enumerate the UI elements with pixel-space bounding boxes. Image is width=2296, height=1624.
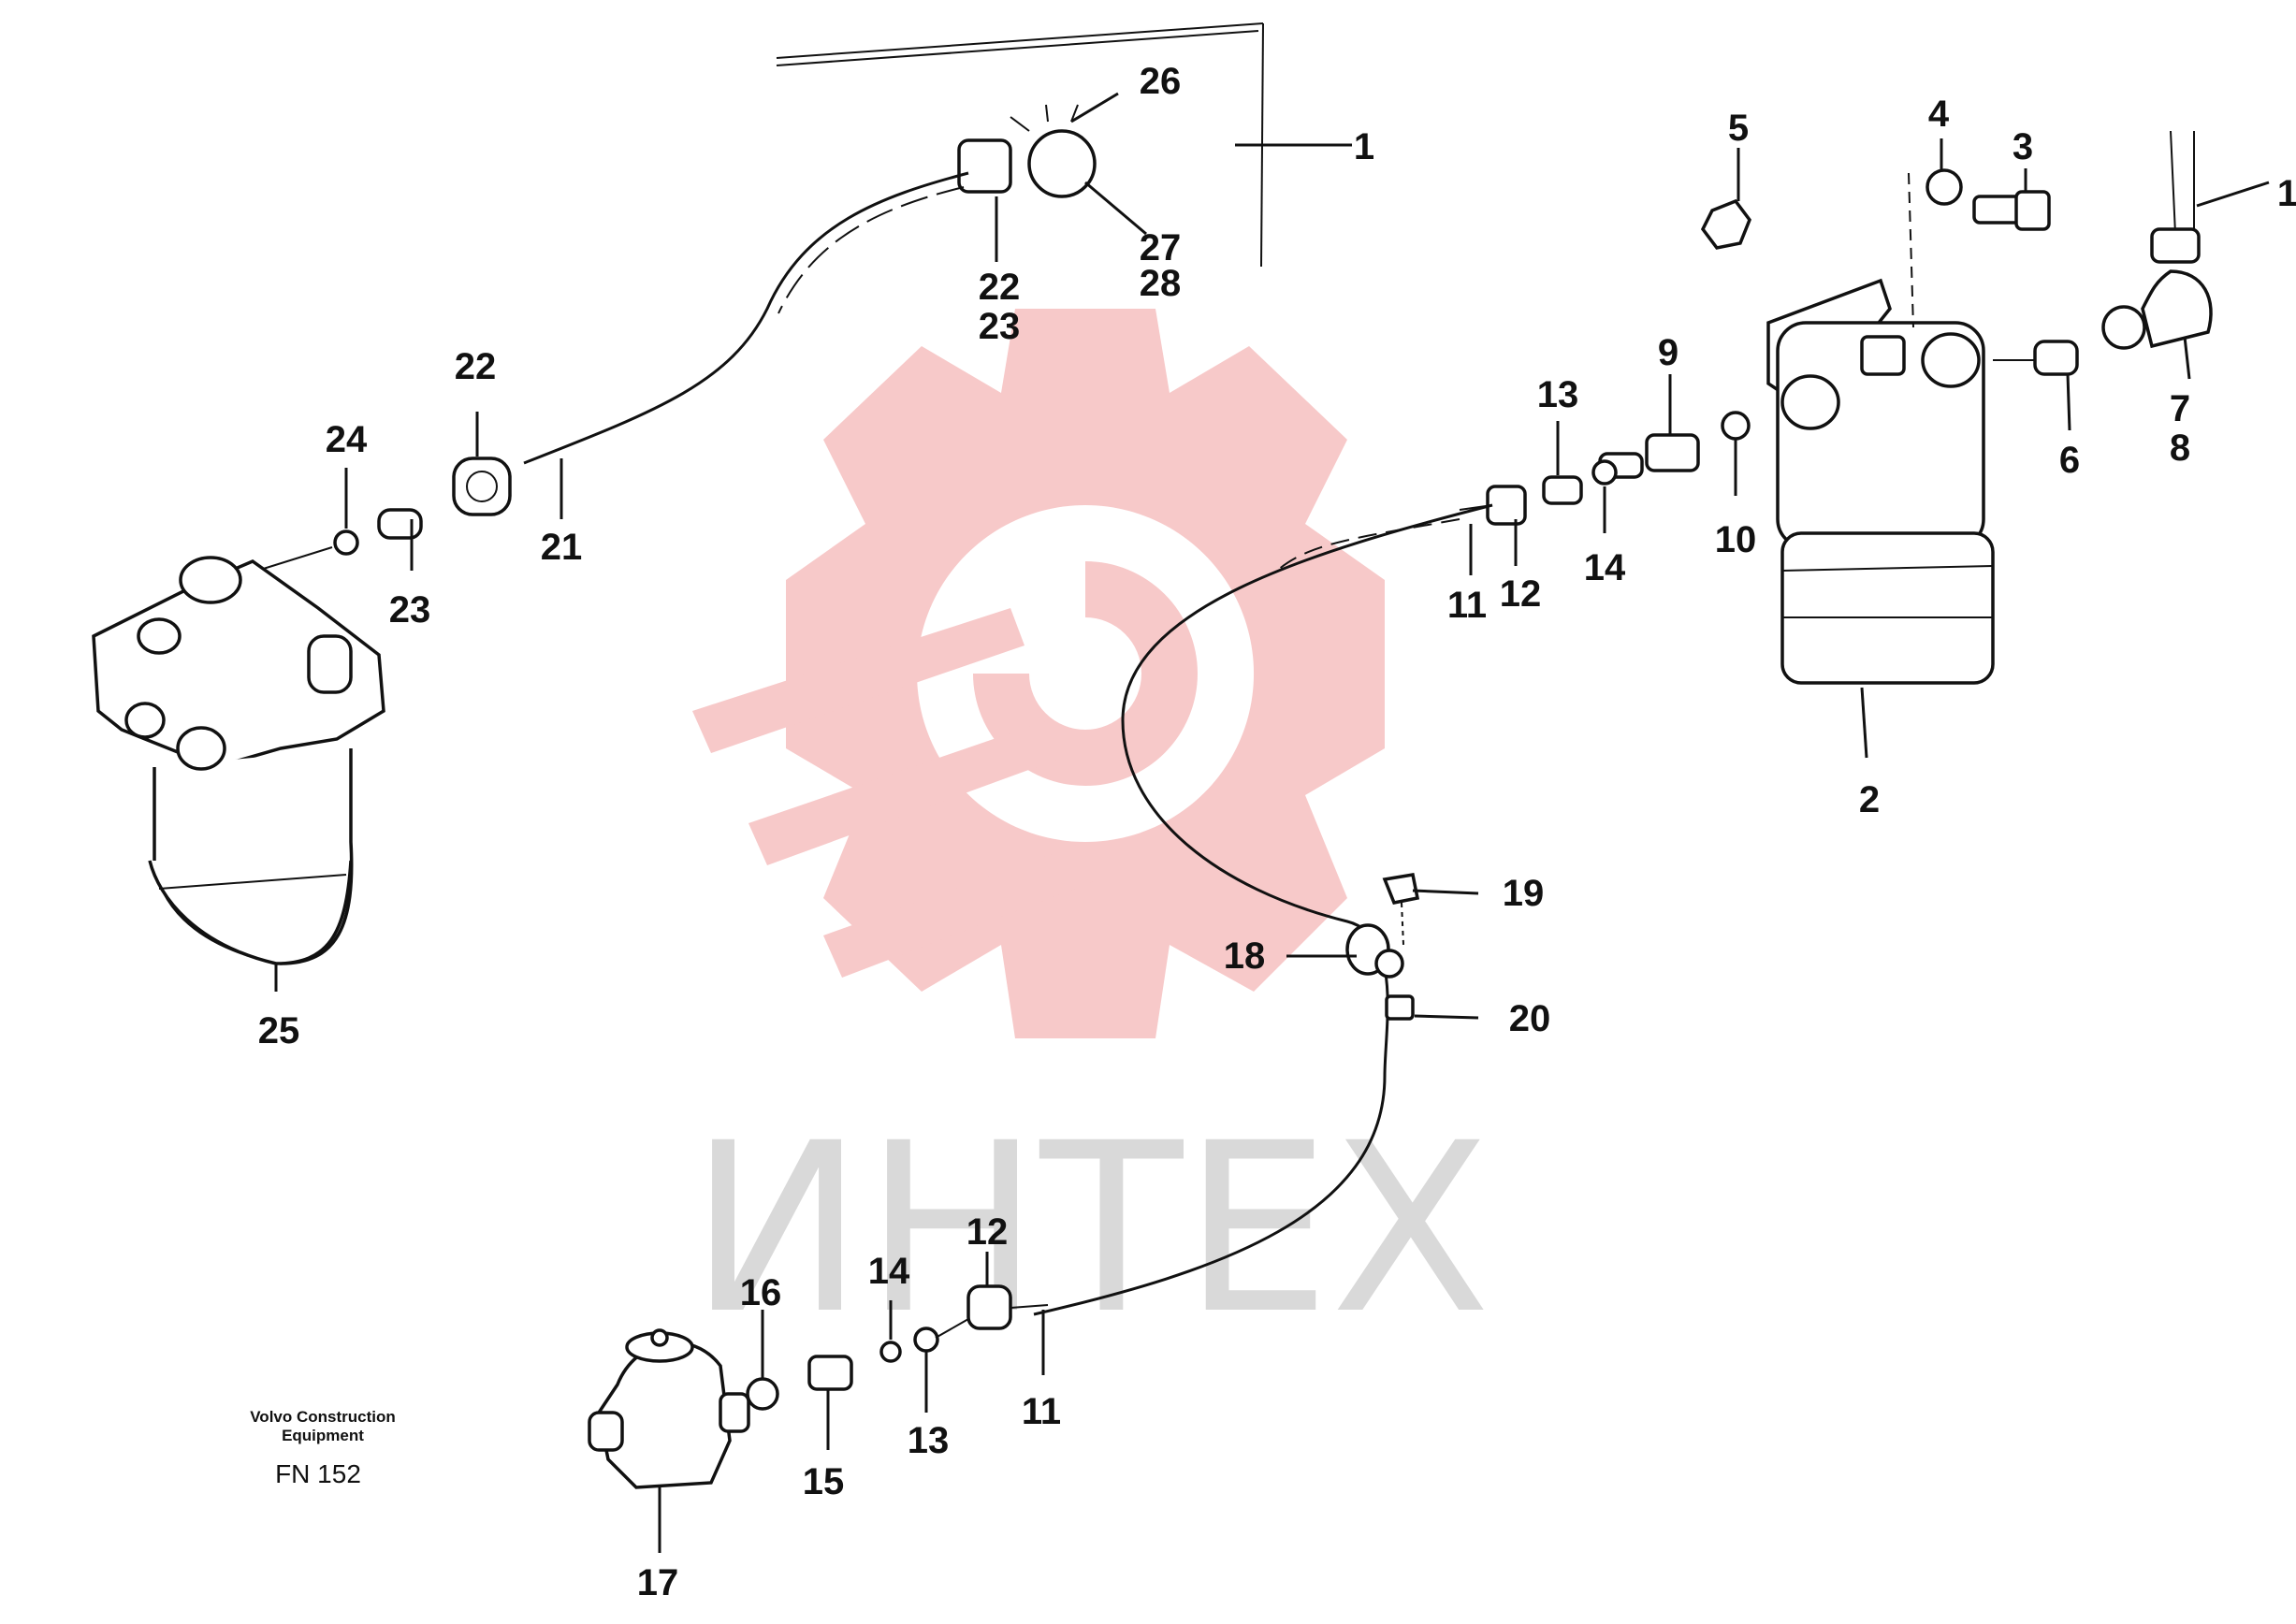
- callout-12: 12: [966, 1211, 1009, 1253]
- callout-14: 14: [868, 1251, 910, 1292]
- callout-22: 22: [979, 267, 1021, 308]
- callout-2: 2: [1859, 779, 1880, 820]
- right-filter: [1766, 172, 1995, 685]
- callout-26: 26: [1140, 61, 1182, 102]
- callout-22: 22: [455, 346, 497, 387]
- callout-12: 12: [1500, 573, 1542, 615]
- bottom-pump: [588, 1328, 750, 1489]
- company-name-line2: Equipment: [282, 1427, 364, 1444]
- company-name-line1: Volvo Construction: [250, 1408, 396, 1426]
- callout-13: 13: [1537, 374, 1579, 415]
- bottom-fittings: [746, 1284, 1049, 1411]
- callout-13: 13: [908, 1420, 950, 1461]
- right-elbow: [1993, 130, 2213, 376]
- callout-6: 6: [2059, 440, 2080, 481]
- callout-23: 23: [979, 306, 1021, 347]
- callout-28: 28: [1140, 263, 1182, 304]
- callout-8: 8: [2170, 428, 2190, 469]
- callout-23: 23: [389, 589, 431, 631]
- callout-5: 5: [1728, 108, 1749, 149]
- callout-11: 11: [1447, 585, 1487, 626]
- callout-27: 27: [1140, 227, 1182, 268]
- callout-21: 21: [541, 527, 583, 568]
- callout-18: 18: [1224, 935, 1266, 977]
- callout-10: 10: [1715, 519, 1757, 560]
- speed-stripes: [692, 608, 1099, 978]
- callout-1: 1: [1354, 126, 1374, 167]
- callout-15: 15: [803, 1461, 845, 1502]
- callout-20: 20: [1509, 998, 1551, 1039]
- callout-9: 9: [1658, 332, 1678, 373]
- callout-14: 14: [1584, 547, 1626, 588]
- figure-code: FN 152: [275, 1459, 361, 1488]
- callout-19: 19: [1503, 873, 1545, 914]
- watermark-text: ИНТЕХ: [690, 1093, 1491, 1365]
- callout-1: 1: [2277, 173, 2296, 214]
- callout-25: 25: [258, 1010, 300, 1051]
- leader-lines: [274, 92, 2270, 1553]
- callout-3: 3: [2013, 126, 2033, 167]
- left-filter: [92, 556, 385, 965]
- callout-labels: 26 1 22 23 27 28 22 24 23 21 25 5 4 3 1 …: [258, 61, 2296, 1603]
- callout-24: 24: [326, 419, 368, 460]
- line-art: [92, 22, 2270, 1553]
- elbow-fitting: [957, 104, 1097, 198]
- pipe-clamp: [1345, 872, 1420, 1021]
- callout-4: 4: [1928, 94, 1950, 135]
- caption-block: Volvo Construction Equipment FN 152: [250, 1408, 396, 1488]
- callout-17: 17: [637, 1562, 679, 1603]
- callout-16: 16: [740, 1272, 782, 1313]
- callout-11: 11: [1022, 1391, 1061, 1432]
- callout-7: 7: [2170, 388, 2190, 429]
- watermark-logo: ИНТЕХ: [690, 309, 1491, 1365]
- left-connector: [256, 457, 512, 572]
- center-right-fittings: [1459, 411, 1751, 526]
- bolt-washer-nut: [1700, 168, 2051, 250]
